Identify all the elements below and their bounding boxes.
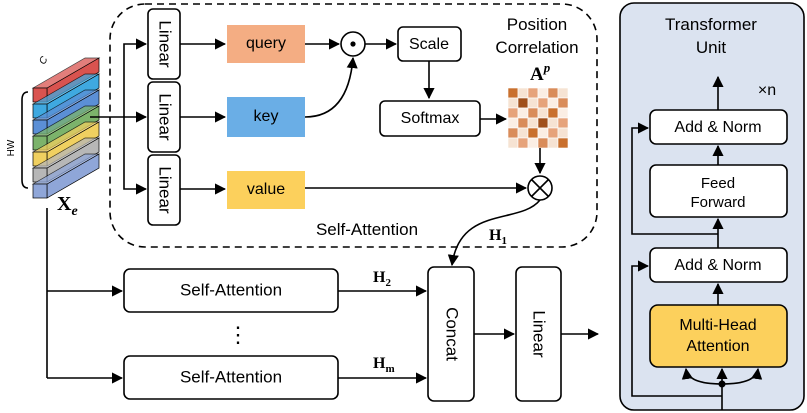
self-attention-headm-label: Self-Attention [180,367,282,386]
heatmap-cell [547,127,559,139]
concat-label: Concat [443,307,462,361]
heatmap-cell [527,107,539,119]
heatmap-cell [527,97,539,109]
self-attention-head2-label: Self-Attention [180,280,282,299]
value-label: value [247,181,285,198]
input-to-mha-left-arrow [681,367,723,385]
output-linear-label: Linear [530,310,549,358]
query-label: query [246,35,286,52]
heatmap-cell [507,117,519,129]
heatmap-cell [517,97,529,109]
linear-key-label: Linear [156,93,175,141]
add-norm-bottom-box [649,247,788,283]
heatmap-cell [557,137,569,149]
key-label: key [254,108,279,125]
residual-top-arrow [631,122,718,235]
feed-forward-box [649,164,788,218]
heatmap-cell [517,127,529,139]
value-box [227,171,305,209]
heatmap-cell [537,107,549,119]
h1-to-concat-arrow [447,199,541,267]
heatmap-cell [547,97,559,109]
xe-to-linear-query-arrow [123,38,148,117]
heatmap-cell [527,117,539,129]
self-attention-caption: Self-Attention [316,220,418,239]
scale-label: Scale [409,36,449,53]
embedding-layer-front [32,183,48,199]
heatmap-cell [557,127,569,139]
linear-value-box: Linear [147,154,181,226]
h1-symbol: H1 [489,227,507,247]
hw-dimension-label: HW [6,139,17,156]
hw-dimension-brace [21,91,29,189]
add-norm-top-box [649,109,788,145]
position-correlation-heatmap [507,87,569,149]
heatmap-cell [507,127,519,139]
heatmap-cell [527,127,539,139]
heatmap-cell [537,137,549,149]
heatmap-cell [547,107,559,119]
linear-query-label: Linear [156,20,175,68]
heatmap-cell [527,137,539,149]
heatmap-cell [557,97,569,109]
self-attention-region [109,3,598,248]
key-box [227,97,305,137]
heatmap-cell [507,137,519,149]
ap-symbol: Ap [530,60,551,85]
heatmap-cell [557,117,569,129]
multi-head-attention-box [649,304,788,368]
heatmap-cell [547,117,559,129]
position-correlation-title-line1: Position [507,15,567,34]
heatmap-cell [557,87,569,99]
feed-forward-label-line2: Forward [690,194,745,211]
heatmap-cell [537,117,549,129]
heatmap-cell [517,107,529,119]
heatmap-cell [517,117,529,129]
h2-symbol: H2 [373,269,391,289]
heatmap-cell [537,127,549,139]
mha-label-line1: Multi-Head [679,317,756,334]
add-norm-top-label: Add & Norm [674,119,761,136]
mha-label-line2: Attention [686,338,749,355]
heatmap-cell [537,97,549,109]
xe-symbol: Xe [57,193,78,219]
heatmap-cell [537,87,549,99]
feed-forward-label-line1: Feed [701,175,735,192]
transformer-title-line2: Unit [696,38,727,57]
xe-to-linear-value-arrow [123,117,148,195]
input-to-mha-right-arrow [721,367,763,385]
softmax-label: Softmax [401,110,460,127]
heatmap-cell [507,107,519,119]
embedding-stack [31,57,101,199]
multiply-operator [527,175,553,201]
linear-key-box: Linear [147,81,181,153]
heatmap-cell [517,87,529,99]
heatmap-cell [547,87,559,99]
position-correlation-title-line2: Correlation [495,38,578,57]
key-to-dot-arrow [304,56,358,118]
heatmap-cell [507,87,519,99]
c-dimension-label: C [37,54,51,66]
heads-ellipsis: ⋮ [227,322,249,347]
query-box [227,25,305,63]
residual-bottom-arrow [631,260,722,397]
heatmap-cell [517,137,529,149]
repeat-count-label: ×n [758,82,776,99]
transformer-title-line1: Transformer [665,15,757,34]
dot-product-center [350,41,356,47]
heatmap-cell [557,107,569,119]
heatmap-cell [547,137,559,149]
hm-symbol: Hm [373,355,395,375]
linear-query-box: Linear [147,8,181,80]
add-norm-bottom-label: Add & Norm [674,257,761,274]
heatmap-cell [507,97,519,109]
heatmap-cell [527,87,539,99]
linear-value-label: Linear [156,166,175,214]
